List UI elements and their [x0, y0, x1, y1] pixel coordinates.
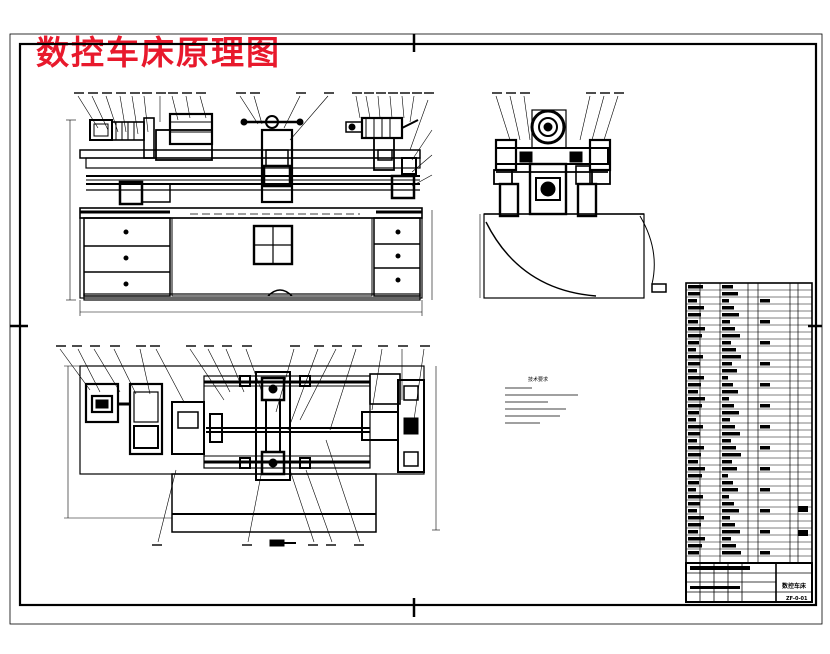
technical-notes: 技术要求 [505, 376, 578, 424]
front-leaders [77, 95, 433, 187]
sheet-border [9, 33, 823, 625]
top-view [56, 345, 440, 547]
title-block-code: ZF-0-01 [786, 596, 808, 602]
side-view [479, 92, 667, 299]
top-dimensions [64, 365, 440, 531]
title-block: 数控车床 ZF-0-01 [685, 562, 813, 603]
drawing-title: 数控车床原理图 [36, 33, 281, 72]
front-view [66, 92, 434, 316]
front-dimensions [66, 119, 433, 316]
notes-heading: 技术要求 [528, 376, 548, 383]
side-leaders [495, 95, 619, 141]
title-block-name: 数控车床 [782, 582, 807, 590]
parts-list-table [685, 282, 813, 564]
